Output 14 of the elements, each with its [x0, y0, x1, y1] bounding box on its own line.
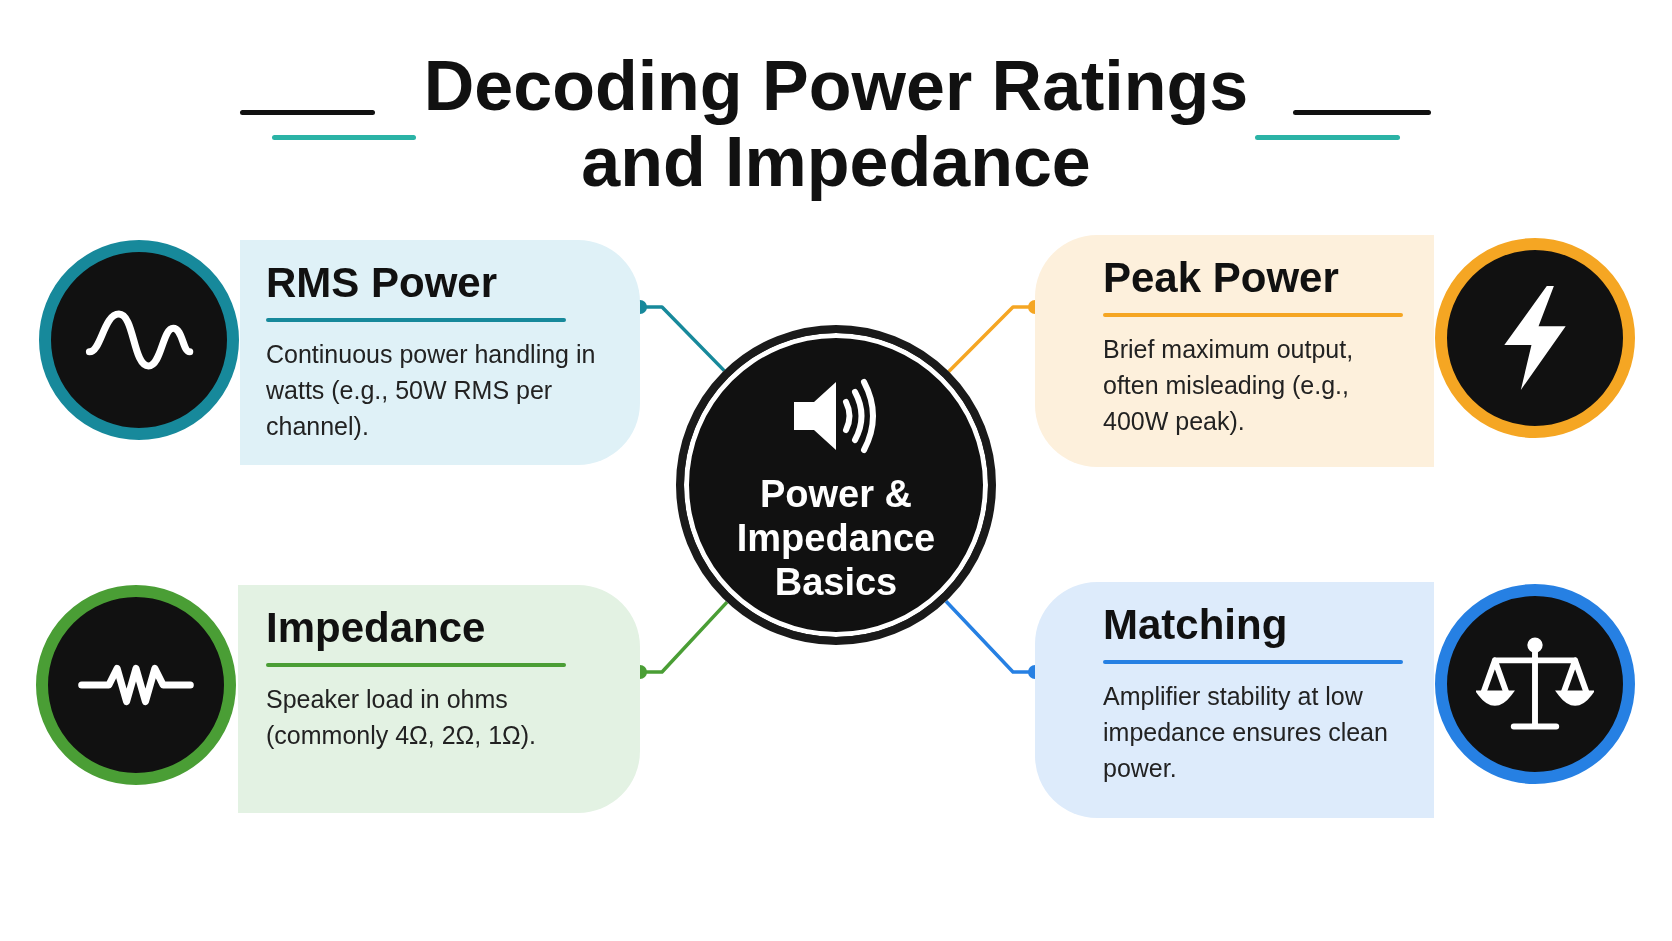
title: Decoding Power Ratings and Impedance [422, 48, 1250, 200]
info-card [240, 240, 640, 465]
card-text: Speaker load in ohms (commonly 4Ω, 2Ω, 1Ω). [266, 684, 538, 751]
info-card [1035, 235, 1434, 467]
info-card [1035, 582, 1434, 818]
card-heading: Impedance [266, 603, 487, 653]
card-text: Continuous power handling in watts (e.g., 50W RMS per channel). [266, 339, 597, 442]
card-heading: Matching [1103, 600, 1289, 650]
node-label: Power & Impedance Basics [735, 472, 937, 604]
info-card [238, 585, 640, 813]
card-text: Brief maximum output, often misleading (e.g., 400W peak). [1103, 334, 1355, 437]
card-heading: RMS Power [266, 258, 499, 308]
card-heading: Peak Power [1103, 253, 1340, 303]
card-text: Amplifier stability at low impedance ensures clean power. [1103, 681, 1389, 784]
